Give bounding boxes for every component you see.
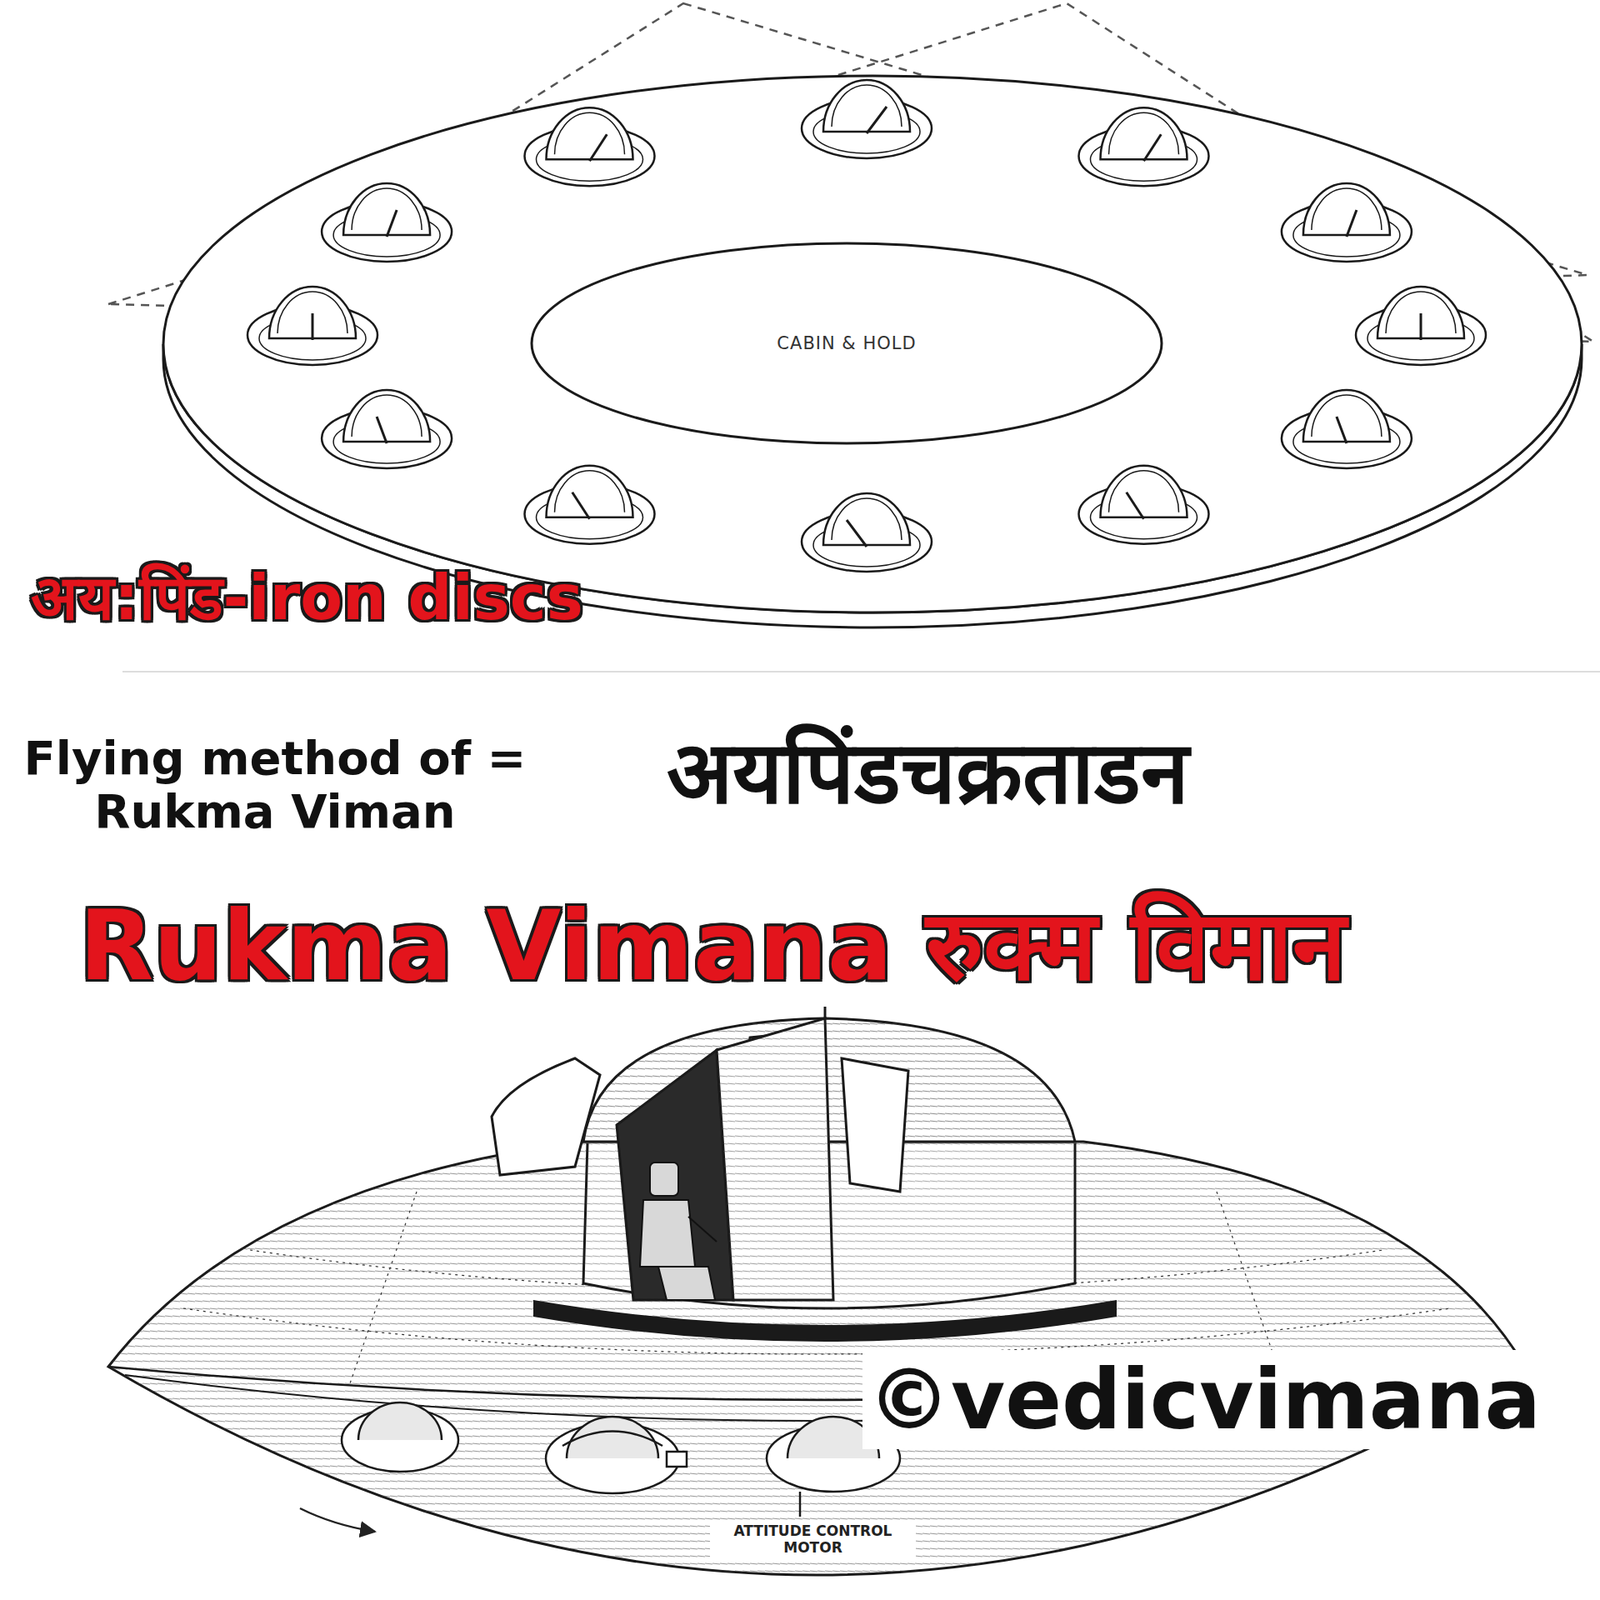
iron-disc bbox=[247, 286, 378, 365]
saucer bbox=[108, 1006, 1525, 1575]
iron-disc bbox=[525, 107, 655, 186]
cabin-ellipse: CABIN & HOLD bbox=[530, 241, 1164, 445]
watermark: ©vedicvimana bbox=[862, 1350, 1546, 1450]
divider bbox=[122, 670, 1600, 673]
title: Rukma Vimana रुक्म विमान bbox=[79, 890, 1346, 1001]
disc-platform bbox=[163, 75, 1582, 628]
method-label: Flying method of = Rukma Viman bbox=[16, 731, 534, 840]
iron-disc bbox=[1281, 390, 1412, 469]
iron-discs bbox=[247, 80, 1486, 572]
iron-disc bbox=[1281, 183, 1412, 262]
node-text: CABIN & HOLD bbox=[776, 333, 916, 354]
iron-disc bbox=[1079, 465, 1210, 545]
part-label: ATTITUDE CONTROL MOTOR bbox=[710, 1521, 916, 1558]
method-name: अयपिंडचक्रताडन bbox=[666, 723, 1190, 824]
iron-disc bbox=[801, 80, 932, 159]
iron-disc bbox=[1355, 286, 1486, 365]
iron-disc bbox=[321, 183, 452, 262]
iron-disc bbox=[321, 390, 452, 469]
iron-disc bbox=[801, 493, 932, 572]
heading-label: अय:पिंड-iron discs bbox=[30, 562, 584, 634]
iron-disc bbox=[525, 465, 655, 545]
iron-disc bbox=[1079, 107, 1210, 186]
